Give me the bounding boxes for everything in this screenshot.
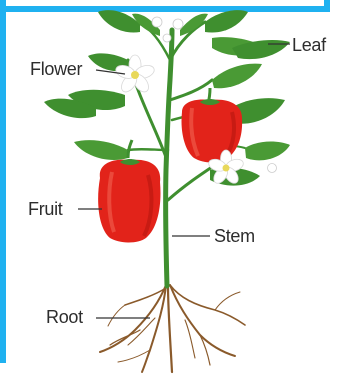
label-flower: Flower: [30, 59, 82, 80]
fruit-right: [182, 88, 243, 163]
label-fruit: Fruit: [28, 199, 63, 220]
label-leaf: Leaf: [292, 35, 326, 56]
label-root: Root: [46, 307, 83, 328]
label-stem: Stem: [214, 226, 255, 247]
plant-roots: [100, 285, 245, 372]
